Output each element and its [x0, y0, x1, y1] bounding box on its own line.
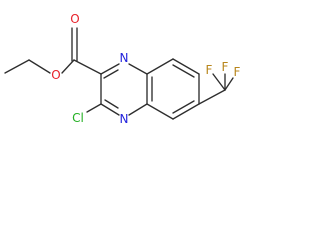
fluorine-right-label: F	[234, 65, 241, 79]
bond-c6-c5	[172, 103, 200, 120]
carbonyl-oxygen-label: O	[70, 12, 79, 26]
bond-c8-c7	[172, 58, 200, 75]
nitrogen-bottom-label: N	[120, 112, 129, 126]
fluorine-top-label: F	[222, 60, 229, 74]
nitrogen-top-label: N	[120, 51, 129, 65]
ester-oxygen-label: O	[51, 68, 60, 82]
bond-c3-cl	[86, 103, 102, 113]
bond-c3-n4	[100, 103, 120, 116]
bond-c3-n4-inner	[104, 99, 119, 109]
chemical-structure: O O N N Cl F F F	[4, 12, 241, 126]
bond-n4-c4a	[128, 103, 148, 116]
bond-cf3-f-left	[212, 73, 226, 91]
bond-c2-n1-inner	[103, 69, 119, 79]
bond-c8a-c8	[146, 58, 174, 75]
bond-c8-c7-inner	[172, 64, 195, 78]
bond-ethyl-ch2-o	[28, 59, 51, 74]
bond-c6-c5-inner	[172, 100, 195, 114]
bond-c2-n1	[100, 63, 120, 75]
bond-ethyl-ch3-ch2	[4, 59, 30, 74]
bond-cf3-f-right	[224, 77, 234, 91]
bond-n1-c8a	[128, 63, 148, 75]
chlorine-label: Cl	[72, 111, 84, 125]
fluorine-left-label: F	[206, 63, 213, 77]
bond-o-carbonyl	[61, 59, 75, 74]
bond-carbonyl-ring	[73, 59, 102, 75]
bond-c6-cf3	[198, 89, 226, 105]
bond-c5-c4a	[146, 103, 174, 120]
